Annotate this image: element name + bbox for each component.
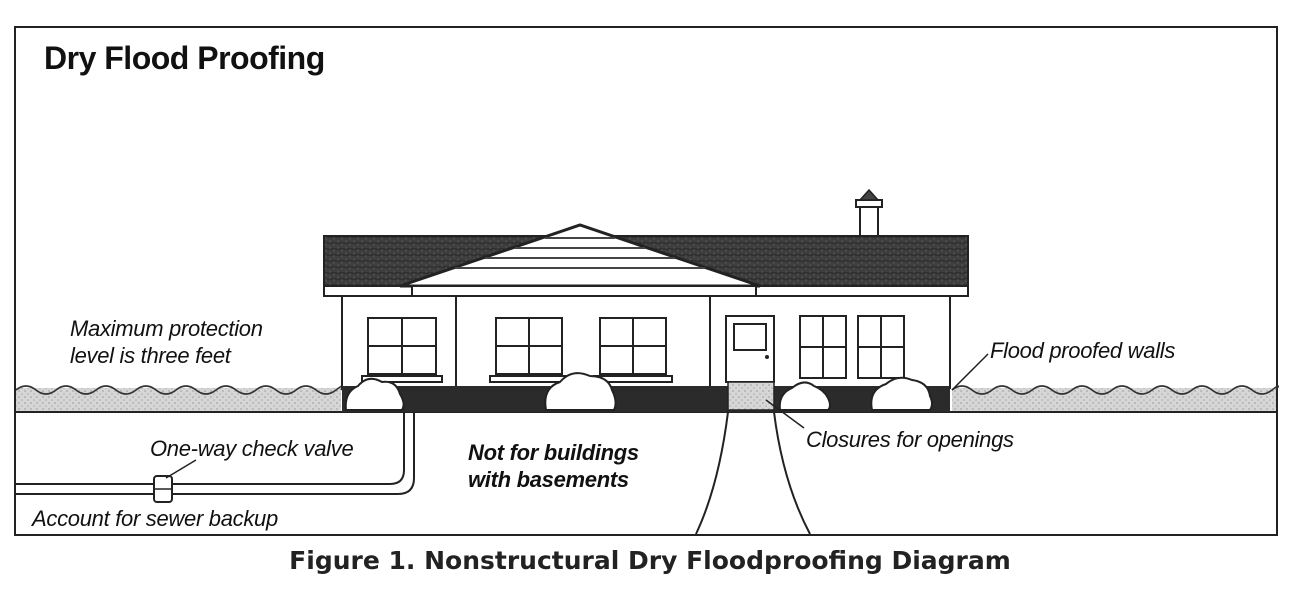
shrubs <box>344 372 933 411</box>
check-valve <box>153 475 173 503</box>
front-door <box>725 315 775 411</box>
diagram-title: Dry Flood Proofing <box>44 40 325 76</box>
door-closure <box>727 381 775 411</box>
sewer-pipe <box>16 412 415 495</box>
no-basements-label-line1: Not for buildings <box>468 440 639 465</box>
max-protection-label-line1: Maximum protection <box>70 316 263 341</box>
flood-proofed-foundation <box>342 386 950 412</box>
closures-label: Closures for openings <box>806 427 1014 452</box>
chimney <box>855 188 883 237</box>
leader-lines <box>165 353 989 479</box>
sewer-backup-label: Account for sewer backup <box>32 506 278 531</box>
check-valve-label: One-way check valve <box>150 436 354 461</box>
max-protection-label-line2: level is three feet <box>70 343 231 368</box>
roof <box>323 223 969 297</box>
windows <box>361 315 905 383</box>
flood-proofed-walls-label: Flood proofed walls <box>990 338 1176 363</box>
walkway <box>695 411 811 535</box>
no-basements-label-line2: with basements <box>468 467 629 492</box>
floodwater <box>15 385 1280 412</box>
figure-caption: Figure 1. Nonstructural Dry Floodproofin… <box>289 546 1011 575</box>
